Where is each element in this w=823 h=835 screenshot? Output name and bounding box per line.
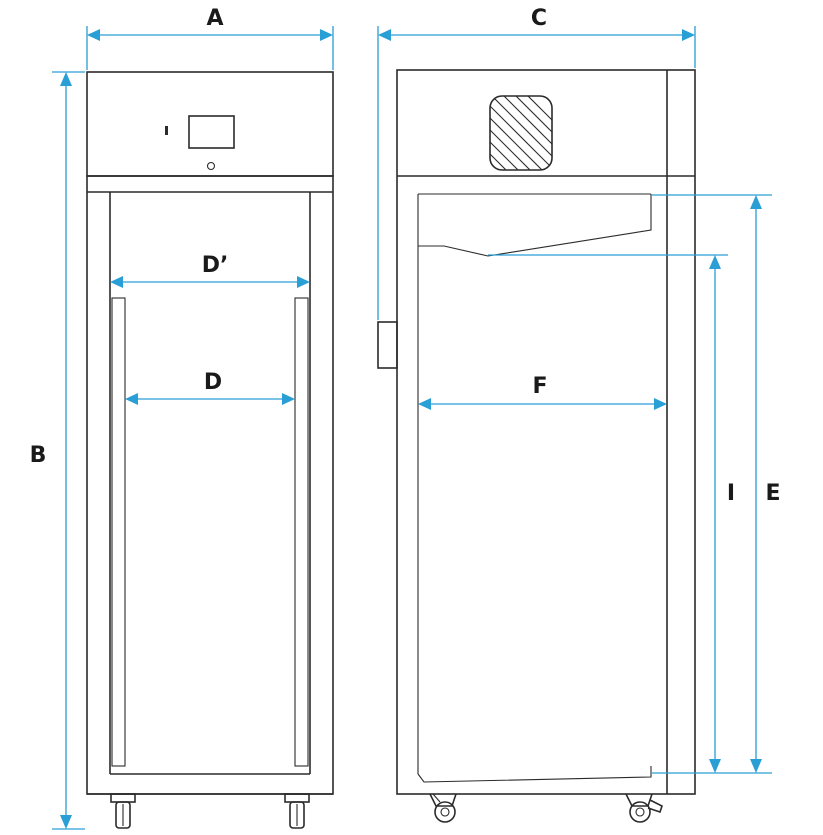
display-screen-icon	[188, 115, 235, 149]
front-view	[86, 71, 334, 829]
door-handle-icon	[377, 321, 398, 369]
front-top-housing	[86, 71, 334, 177]
drip-tray	[417, 766, 652, 783]
label-d-prime: D’	[202, 253, 229, 278]
caster-wheel-icon	[429, 793, 457, 823]
label-e: E	[765, 481, 780, 506]
label-b: B	[30, 443, 47, 468]
side-body-outline	[396, 69, 696, 795]
label-i: I	[727, 481, 735, 506]
hatched-vent-icon	[489, 95, 553, 171]
caster-wheel-icon	[284, 793, 310, 829]
dimension-i	[488, 254, 728, 773]
right-guide-rail	[294, 297, 309, 767]
dimension-a	[86, 26, 334, 70]
power-button-icon	[206, 161, 216, 171]
label-d: D	[204, 370, 222, 395]
label-a: A	[206, 6, 223, 31]
dimension-f	[418, 398, 667, 410]
dimension-e	[651, 194, 772, 774]
caster-wheel-icon	[625, 793, 663, 823]
label-f: F	[532, 374, 547, 399]
dimension-b	[52, 71, 85, 830]
label-c: C	[531, 6, 547, 31]
left-guide-rail	[111, 297, 126, 767]
indicator-mark	[165, 126, 168, 135]
caster-wheel-icon	[110, 793, 136, 829]
dimension-c	[377, 26, 696, 320]
side-view	[377, 69, 696, 823]
dimension-labels: A C B D’ D F I E	[30, 6, 781, 506]
dimension-d-prime	[110, 276, 310, 288]
dimension-d	[125, 393, 295, 405]
dimension-lines	[52, 26, 772, 830]
evaporator-shelf	[418, 194, 652, 257]
